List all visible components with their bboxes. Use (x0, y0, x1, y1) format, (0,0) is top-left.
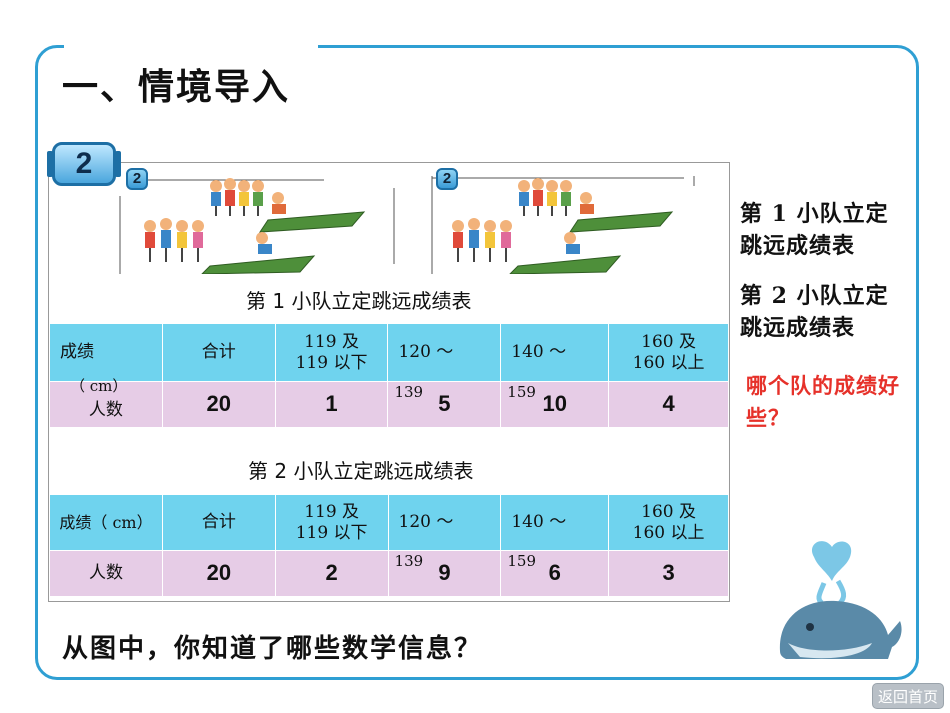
table-header-cell: 140 ～ (500, 494, 610, 551)
table-cell: 3 (608, 550, 729, 597)
title-gap (64, 38, 318, 54)
table-header-cell: 120 ～ (387, 494, 502, 551)
table2-caption: 第 2 小队立定跳远成绩表 (248, 459, 474, 483)
table-row: 成绩 合计 119 及 119 以下 120 ～ 140 ～ 160 及 160… (49, 323, 729, 382)
side-label-team-1: 第 1 小队立定跳远成绩表 (740, 201, 889, 259)
scene-team-2 (393, 176, 695, 274)
side-label-team-2: 第 2 小队立定跳远成绩表 (740, 283, 889, 341)
table-row-label: 人数 (49, 550, 163, 597)
table-row: 成绩（ cm） 合计 119 及 119 以下 120 ～ 140 ～ 160 … (49, 494, 729, 551)
table-header-cell: 160 及 160 以上 (608, 494, 729, 551)
table-header-cell: 合计 (161, 494, 276, 551)
table1-caption: 第 1 小队立定跳远成绩表 (246, 289, 472, 313)
problem-number-badge-small: 2 (126, 168, 148, 190)
table-header-cell: 119 及 119 以下 (274, 323, 389, 382)
score-table-team-2: 成绩（ cm） 合计 119 及 119 以下 120 ～ 140 ～ 160 … (49, 494, 729, 597)
table-cell: 20 (161, 381, 276, 428)
page-title: 一、情境导入 (62, 67, 291, 108)
side-question: 哪个队的成绩好些？ (746, 373, 900, 430)
table-cell: 20 (161, 550, 276, 597)
whale-icon (779, 541, 902, 659)
score-table-team-1: 成绩 合计 119 及 119 以下 120 ～ 140 ～ 160 及 160… (49, 323, 729, 428)
table-header-cell: 140 ～ (500, 323, 610, 382)
table-header-cell: 合计 (161, 323, 276, 382)
table-header-cell: 成绩 (49, 323, 163, 382)
bottom-question: 从图中，你知道了哪些数学信息？ (62, 634, 483, 664)
table-header-cell: 120 ～ (387, 323, 502, 382)
table-cell: 4 (608, 381, 729, 428)
scene-team-1 (119, 178, 366, 274)
back-home-button[interactable]: 返回首页 (872, 683, 944, 709)
problem-number-badge-small-2: 2 (436, 168, 458, 190)
unit-label: （ cm） (70, 377, 128, 395)
table-header-cell: 160 及 160 以上 (608, 323, 729, 382)
table-header-cell: 成绩（ cm） (49, 494, 163, 551)
table-header-cell: 119 及 119 以下 (274, 494, 389, 551)
table-cell: 1 (274, 381, 389, 428)
table-cell: 2 (274, 550, 389, 597)
table-row-label: （ cm） 人数 (49, 377, 163, 428)
problem-number-badge: 2 (47, 142, 121, 186)
